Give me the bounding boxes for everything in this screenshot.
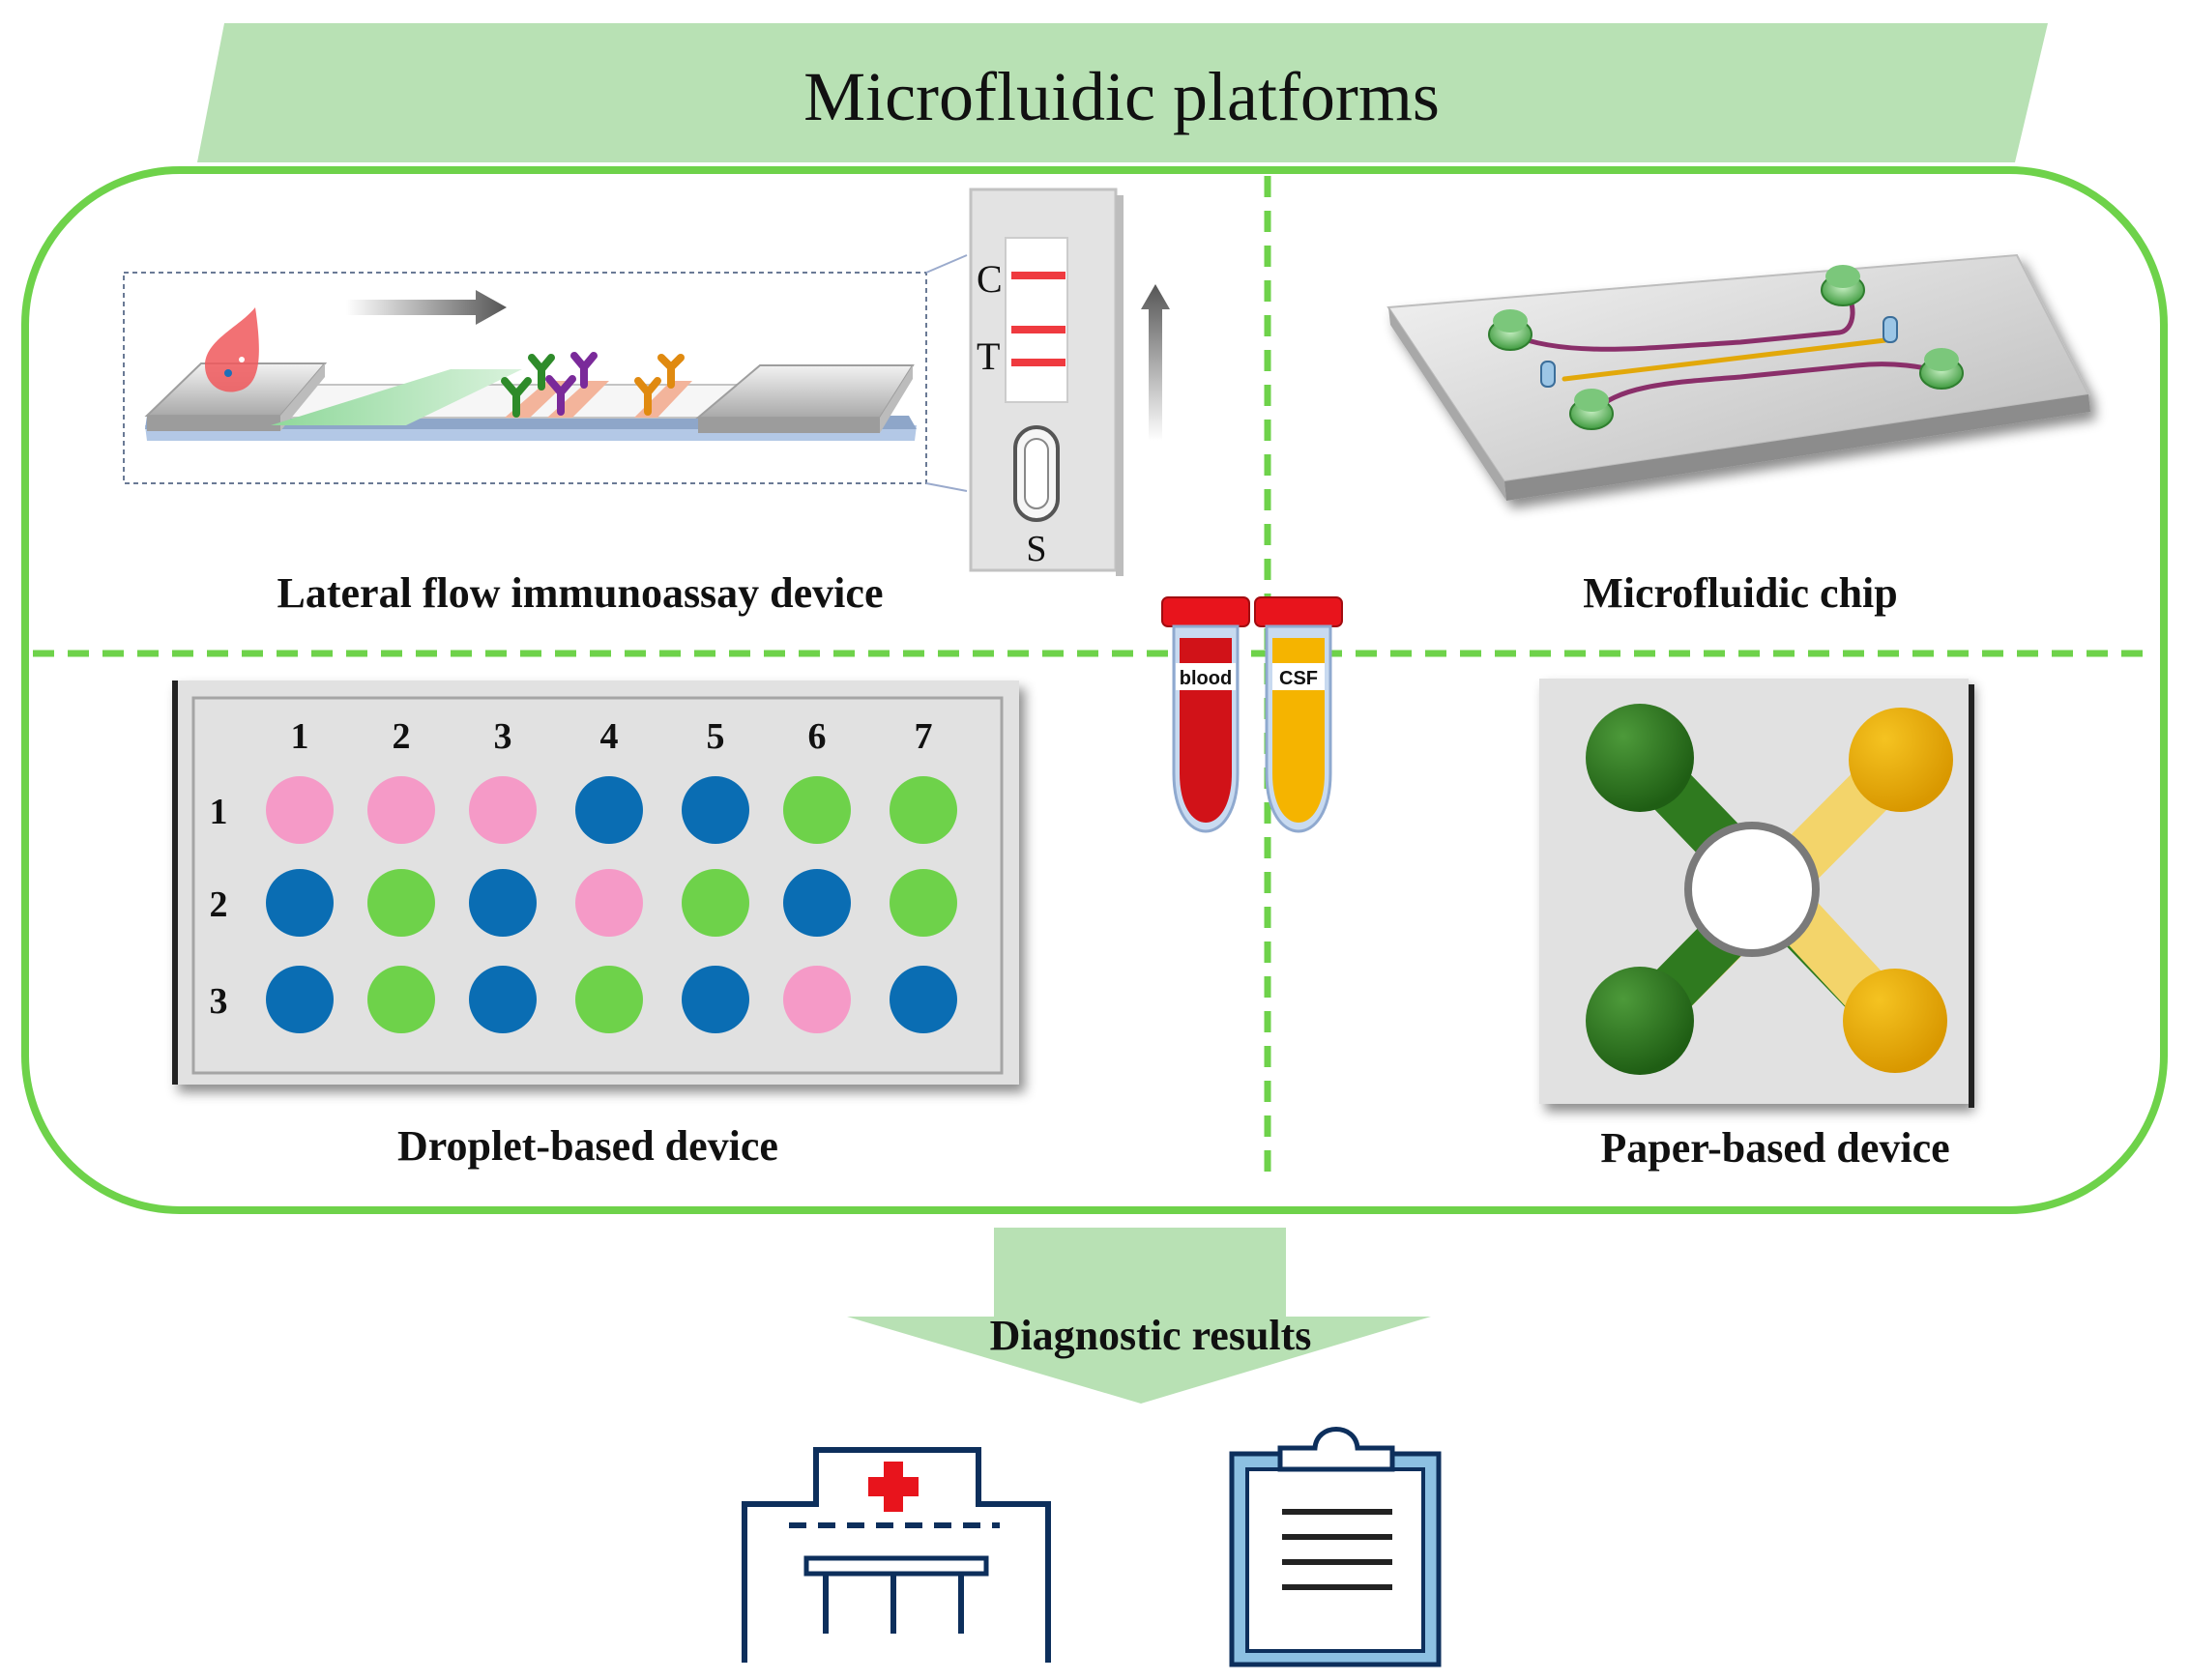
conjugate-pad xyxy=(271,369,522,425)
droplet-r2-c1 xyxy=(266,869,334,937)
column-label-2: 2 xyxy=(393,716,411,757)
column-label-7: 7 xyxy=(915,716,933,757)
strip-zoom-box xyxy=(123,272,927,484)
control-line-label: C xyxy=(977,257,1003,301)
column-label-4: 4 xyxy=(600,716,619,757)
droplet-device-label: Droplet-based device xyxy=(397,1122,778,1170)
page-title: Microfluidic platforms xyxy=(803,58,1440,135)
flow-arrow-icon xyxy=(346,290,507,325)
droplet-r1-c1 xyxy=(266,776,334,844)
droplet-r2-c7 xyxy=(890,869,957,937)
row-label-2: 2 xyxy=(210,884,228,925)
droplet-r2-c3 xyxy=(469,869,537,937)
title-banner: Microfluidic platforms xyxy=(197,23,2048,162)
droplet-r1-c7 xyxy=(890,776,957,844)
lateral-flow-strip xyxy=(144,362,917,441)
column-label-3: 3 xyxy=(494,716,512,757)
lfa-cassette: C T S xyxy=(969,188,1124,576)
droplet-r3-c5 xyxy=(682,966,749,1033)
column-label-6: 6 xyxy=(808,716,827,757)
clipboard-icon xyxy=(1229,1427,1442,1667)
droplet-panel: 1 2 3 4 5 6 7 1 2 3 Droplet-based device xyxy=(172,681,1019,1170)
test-line-2 xyxy=(1011,359,1065,366)
droplet-r1-c2 xyxy=(367,776,435,844)
reservoir-yellow-bottom xyxy=(1843,969,1947,1073)
droplet-r1-c3 xyxy=(469,776,537,844)
vertical-flow-arrow-icon xyxy=(1141,284,1170,441)
droplet-r1-c4 xyxy=(575,776,643,844)
row-label-1: 1 xyxy=(210,792,228,832)
csf-tube-icon: CSF xyxy=(1254,596,1343,833)
result-label: Diagnostic results xyxy=(990,1312,1312,1359)
electrode-icon xyxy=(1540,316,1898,388)
blood-tube-label: blood xyxy=(1180,668,1232,689)
droplet-r3-c1 xyxy=(266,966,334,1033)
droplet-r1-c6 xyxy=(783,776,851,844)
result-window xyxy=(1005,237,1068,403)
microfluidic-chip xyxy=(1386,253,2090,501)
sample-droplet-icon xyxy=(205,307,259,392)
droplet-r2-c2 xyxy=(367,869,435,937)
sample-well-label: S xyxy=(1026,529,1046,569)
control-line xyxy=(1011,272,1065,279)
sample-tubes: blood CSF xyxy=(1161,596,1343,833)
microfluidic-chip-label: Microfluidic chip xyxy=(1583,569,1898,617)
reservoir-green-top xyxy=(1586,704,1694,812)
droplet-r3-c6 xyxy=(783,966,851,1033)
test-line-label: T xyxy=(977,334,1000,378)
reservoir-green-bottom xyxy=(1586,967,1694,1075)
result-arrow: Diagnostic results xyxy=(847,1228,1431,1404)
droplet-r1-c5 xyxy=(682,776,749,844)
paper-device-label: Paper-based device xyxy=(1600,1124,1949,1172)
row-label-3: 3 xyxy=(210,981,228,1022)
csf-tube-label: CSF xyxy=(1279,668,1318,689)
test-line-1 xyxy=(1011,326,1065,333)
antibody-icon xyxy=(501,352,685,418)
droplet-r3-c3 xyxy=(469,966,537,1033)
microchannel xyxy=(1507,287,1941,417)
hospital-icon xyxy=(742,1447,1051,1663)
droplet-r3-c4 xyxy=(575,966,643,1033)
droplet-r3-c7 xyxy=(890,966,957,1033)
droplet-r2-c6 xyxy=(783,869,851,937)
reservoir-yellow-top xyxy=(1849,708,1953,812)
blood-tube-icon: blood xyxy=(1161,596,1250,833)
lateral-flow-panel: C T S Lateral flow immunoassay device xyxy=(123,188,1170,617)
lateral-flow-label: Lateral flow immunoassay device xyxy=(277,569,884,617)
droplet-r3-c2 xyxy=(367,966,435,1033)
column-label-1: 1 xyxy=(291,716,309,757)
droplet-r2-c5 xyxy=(682,869,749,937)
column-label-5: 5 xyxy=(707,716,725,757)
droplet-r2-c4 xyxy=(575,869,643,937)
detection-zone xyxy=(1684,822,1820,957)
inlet-port-icon xyxy=(1488,265,1964,430)
microfluidic-chip-panel: Microfluidic chip xyxy=(1386,253,2090,617)
paper-panel: Paper-based device xyxy=(1539,679,1974,1172)
